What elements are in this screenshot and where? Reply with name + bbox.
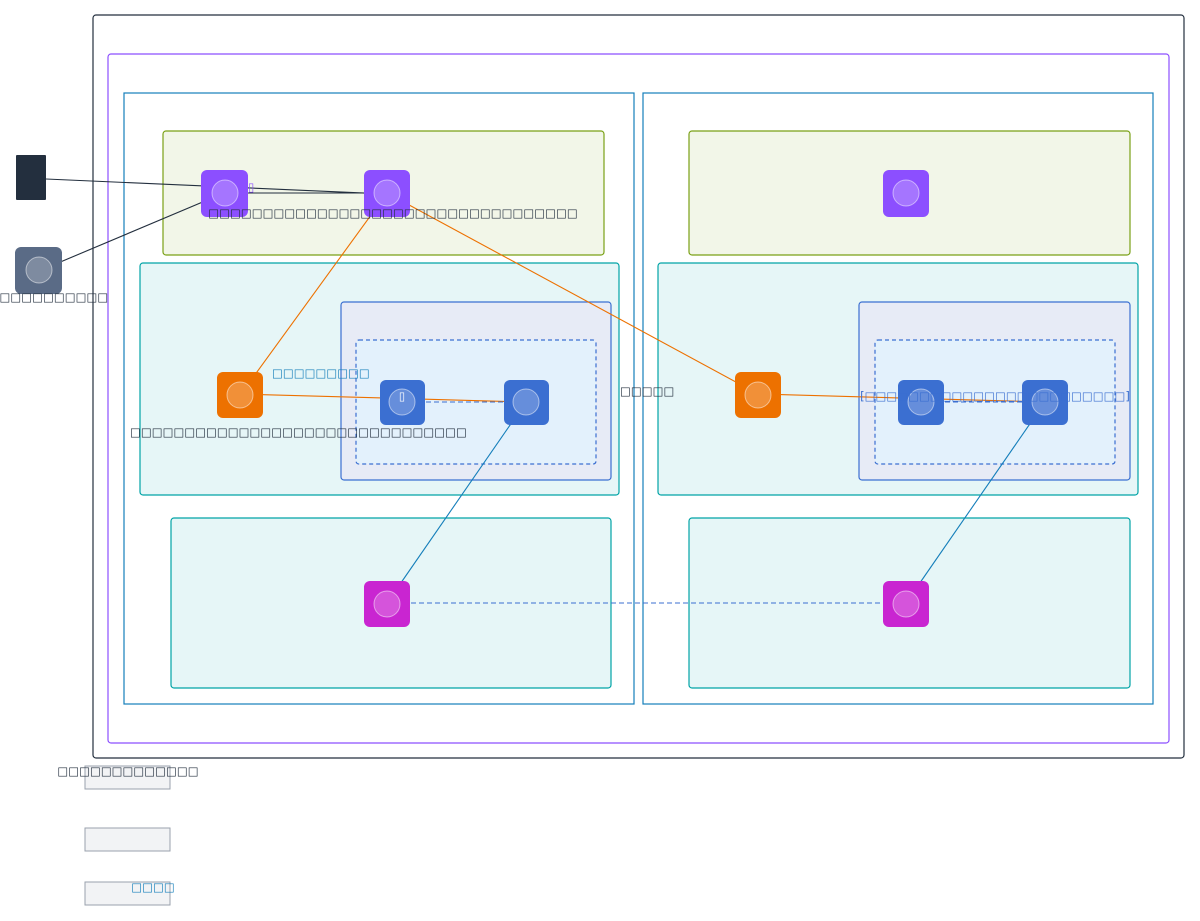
edge-blue-to-db-right [905,401,1046,604]
container-right-label: [□□□□□□□□□□□□□□□□□□□□□□□□] [860,389,1130,403]
gateway-label-tail: ▯ [248,180,254,194]
compute-left-caption: □□□□□□□□□□□□□□□□□□□□□□□□□□□□□□□ [130,425,467,439]
legend-swatch-1 [84,765,171,790]
compute-right-icon[interactable] [735,372,781,418]
center-label: □□□□□ [620,384,674,398]
user-icon[interactable] [16,155,46,200]
container-left-a-icon[interactable] [380,380,425,425]
legend-label-3: □□□□ [131,880,174,894]
container-left-a-glyph: ▯ [399,389,405,403]
edge-blue-to-db-left [386,401,527,604]
nat-gateway-icon[interactable] [883,170,929,217]
container-right-a-icon[interactable] [898,380,944,425]
legend-label-1: □□□□□□□□□□□□□ [57,764,198,778]
edge-gray-to-purple [38,192,225,272]
outer-boundary [92,14,1185,759]
private-left-blue-label: □□□□□□□□□ [272,366,370,380]
database-right-icon[interactable] [883,581,929,627]
edge-lb-to-orange-left [240,192,388,395]
load-balancer-icon[interactable] [364,170,410,217]
edge-lb-to-orange-right [386,192,759,395]
load-balancer-caption: □□□□□□□□□□□□□□□□□□□□□□□□□□□□□□□□□□ [208,206,577,220]
external-service-icon[interactable] [15,247,62,294]
external-caption: □□□□□□□□□□□□ [0,290,108,304]
legend-swatch-3 [84,881,171,906]
az-left [123,92,635,705]
gateway-icon[interactable] [201,170,248,217]
legend-swatch-2 [84,827,171,852]
az-right [642,92,1154,705]
region-boundary [107,53,1170,744]
container-right-b-icon[interactable] [1022,380,1068,425]
database-left-icon[interactable] [364,581,410,627]
compute-left-icon[interactable] [217,372,263,418]
container-left-b-icon[interactable] [504,380,549,425]
